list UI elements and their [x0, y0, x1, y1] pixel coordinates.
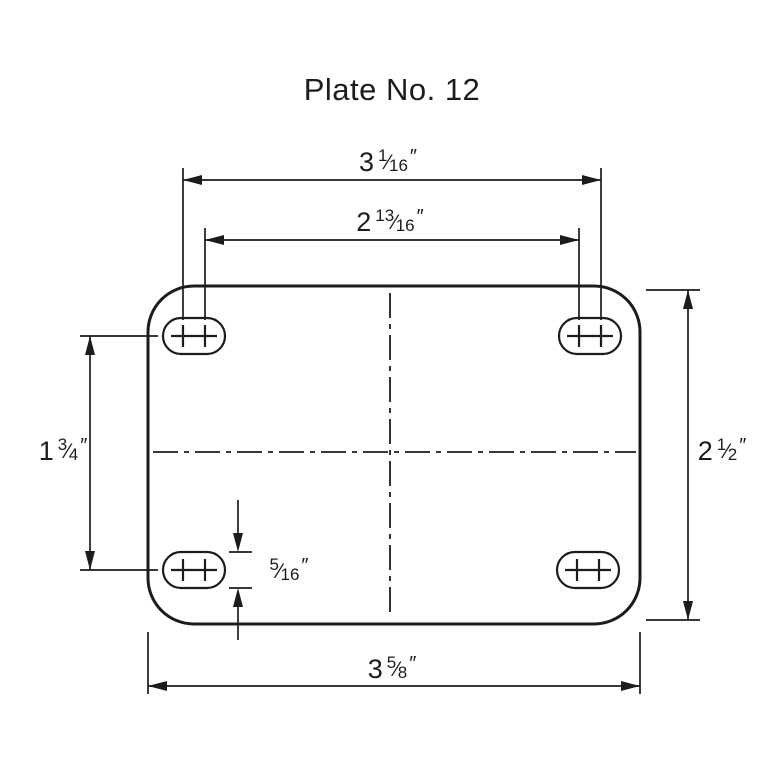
- fraction-slash: ⁄: [395, 658, 399, 681]
- inch-mark: ″: [301, 555, 309, 577]
- dim-whole-number: 3: [367, 654, 383, 684]
- slot-top-left: [161, 316, 227, 356]
- fraction-slash: ⁄: [386, 151, 390, 174]
- arrowhead-right: [621, 681, 640, 691]
- arrowhead-down: [233, 533, 243, 552]
- drawing-title: Plate No. 12: [303, 72, 481, 107]
- fraction-slash: ⁄: [277, 560, 282, 583]
- dim-denominator: 2: [727, 445, 738, 464]
- dim-whole-number: 3: [358, 147, 375, 177]
- mounting-slots: [161, 316, 623, 590]
- dim-label-slot-width: 5⁄16″: [266, 555, 309, 587]
- arrowhead-up: [233, 588, 243, 607]
- slot-outline: [161, 550, 227, 590]
- dim-denominator: 16: [389, 156, 408, 175]
- arrowhead-down: [85, 551, 95, 570]
- inch-mark: ″: [80, 435, 88, 457]
- inch-mark: ″: [416, 206, 424, 228]
- dim-whole-number: 1: [38, 436, 54, 466]
- slot-outline: [555, 550, 621, 590]
- dim-numerator: 1: [378, 146, 388, 165]
- arrowhead-left: [183, 175, 202, 185]
- inch-mark: ″: [409, 653, 417, 675]
- dim-right-lines: [646, 289, 700, 621]
- inch-mark: ″: [739, 435, 747, 457]
- arrowhead-up: [683, 290, 693, 309]
- arrowhead-right: [560, 235, 579, 245]
- fraction-slash: ⁄: [725, 440, 729, 463]
- dim-denominator: 16: [280, 565, 300, 584]
- dim-numerator: 3: [57, 435, 68, 454]
- inch-mark: ″: [409, 146, 418, 168]
- plate-body: [146, 284, 642, 626]
- plate-outline: [146, 284, 642, 626]
- dim-numerator: 13: [375, 206, 395, 225]
- dim-left-lines: [80, 335, 158, 571]
- dim-numerator: 5: [269, 555, 279, 574]
- arrowhead-right: [582, 175, 601, 185]
- dim-denominator: 8: [397, 663, 408, 682]
- dim-bottom-lines: [147, 632, 641, 694]
- fraction-slash: ⁄: [393, 211, 397, 234]
- dim-slot-lines: [229, 500, 252, 640]
- dim-numerator: 5: [386, 653, 397, 672]
- slot-outline: [161, 316, 227, 356]
- slot-bottom-right: [555, 550, 621, 590]
- dim-top-inner-lines: [204, 228, 580, 320]
- dim-denominator: 16: [395, 216, 415, 235]
- slot-outline: [557, 316, 623, 356]
- slot-top-right: [557, 316, 623, 356]
- arrowheads: [85, 175, 693, 691]
- slot-bottom-left: [161, 550, 227, 590]
- arrowhead-down: [683, 601, 693, 620]
- arrowhead-up: [85, 336, 95, 355]
- dim-whole-number: 2: [697, 436, 713, 466]
- dim-whole-number: 2: [356, 207, 372, 237]
- dim-top-outer-lines: [182, 168, 602, 320]
- centerlines: [153, 293, 636, 617]
- arrowhead-left: [148, 681, 167, 691]
- fraction-slash: ⁄: [66, 440, 70, 463]
- dim-denominator: 4: [68, 445, 79, 464]
- dimension-lines: [80, 168, 700, 694]
- dim-numerator: 1: [716, 435, 727, 454]
- arrowhead-left: [205, 235, 224, 245]
